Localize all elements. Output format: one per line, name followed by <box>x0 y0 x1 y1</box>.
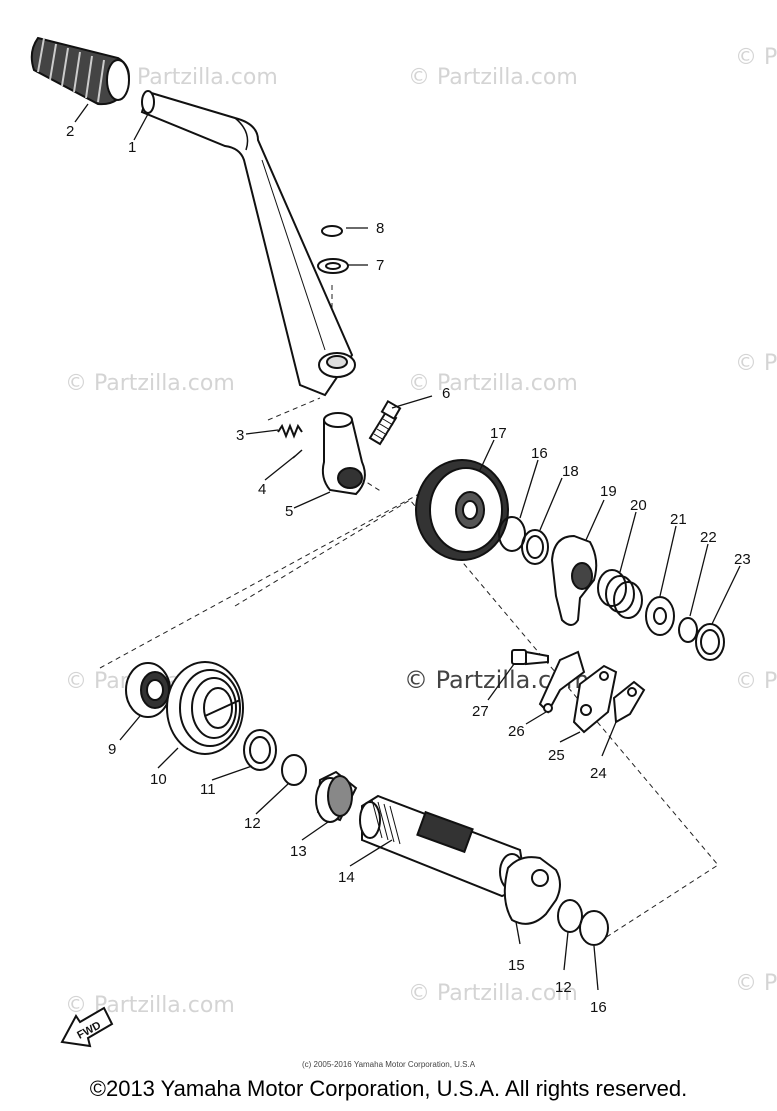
part-label: 19 <box>600 483 617 500</box>
part-label: 13 <box>290 843 307 860</box>
part-label: 23 <box>734 551 751 568</box>
kick-lever <box>140 90 356 397</box>
spring-20 <box>597 569 643 619</box>
watermark: © Partzilla.com <box>108 65 278 90</box>
plate-25 <box>572 664 618 734</box>
part-label: 3 <box>236 427 244 444</box>
small-copyright: (c) 2005-2016 Yamaha Motor Corporation, … <box>301 1060 476 1069</box>
ratchet-19 <box>550 534 598 626</box>
part-label: 6 <box>442 385 450 402</box>
part-label: 9 <box>108 741 116 758</box>
circlip-22 <box>678 617 698 643</box>
part-label: 7 <box>376 257 384 274</box>
part-label: 8 <box>376 220 384 237</box>
kick-shaft-14 <box>359 794 528 898</box>
watermark: © Partzilla.com <box>735 45 777 70</box>
part-label: 2 <box>66 123 74 140</box>
part-label: 4 <box>258 481 266 498</box>
watermark: © Partzilla.com <box>408 981 578 1006</box>
part-label: 16 <box>531 445 548 462</box>
assembly-line <box>267 397 321 421</box>
circlip-16-upper <box>498 516 526 552</box>
part-label: 10 <box>150 771 167 788</box>
footer-copyright: ©2013 Yamaha Motor Corporation, U.S.A. A… <box>89 1076 688 1101</box>
washer-7 <box>317 258 349 274</box>
part-label: 12 <box>555 979 572 996</box>
torsion-spring-10 <box>166 661 244 755</box>
watermark: © Partzilla.com <box>408 65 578 90</box>
diagram-canvas: © Partzilla.com © Partzilla.com © Partzi… <box>30 36 777 1048</box>
kick-boss <box>321 412 366 496</box>
part-label: 1 <box>128 139 136 156</box>
kick-grip <box>30 36 130 106</box>
part-label: 16 <box>590 999 607 1016</box>
watermark: © Partzilla.com <box>735 669 777 694</box>
watermarks: © Partzilla.com © Partzilla.com © Partzi… <box>65 45 777 1018</box>
part-label: 15 <box>508 957 525 974</box>
part-label: 25 <box>548 747 565 764</box>
watermark: © Partzilla.com <box>65 371 235 396</box>
circlip-16-lower <box>579 910 609 946</box>
part-label: 5 <box>285 503 293 520</box>
bolt-6 <box>368 399 402 446</box>
watermark: © Partzilla.com <box>735 971 777 996</box>
circlip-12-lower <box>557 899 583 933</box>
part-label: 27 <box>472 703 489 720</box>
washer-18 <box>521 529 549 565</box>
part-label: 21 <box>670 511 687 528</box>
part-label: 24 <box>590 765 607 782</box>
part-label: 17 <box>490 425 507 442</box>
part-labels: 1 2 3 4 5 6 7 8 9 10 11 12 13 14 15 12 1… <box>66 123 751 1016</box>
circlip-12-upper <box>281 754 307 786</box>
kick-gear <box>415 459 509 561</box>
bolt-27 <box>511 649 549 666</box>
part-label: 26 <box>508 723 525 740</box>
part-label: 14 <box>338 869 355 886</box>
plate-24 <box>612 680 646 724</box>
plate-26 <box>538 650 586 714</box>
washer-21 <box>645 596 675 636</box>
part-label: 22 <box>700 529 717 546</box>
washer-23 <box>695 623 725 661</box>
part-label: 18 <box>562 463 579 480</box>
spring-3 <box>277 423 303 439</box>
watermark: © Partzilla.com <box>408 371 578 396</box>
collar-13 <box>315 770 358 823</box>
watermark: © Partzilla.com <box>735 351 777 376</box>
plate-15 <box>503 856 561 925</box>
leader-lines <box>74 103 741 991</box>
assembly-line <box>99 487 431 669</box>
part-label: 20 <box>630 497 647 514</box>
oil-seal-9 <box>125 662 171 718</box>
circlip-8 <box>321 225 343 237</box>
part-label: 12 <box>244 815 261 832</box>
watermark: © Partzilla.com <box>65 993 235 1018</box>
washer-11 <box>243 729 277 771</box>
part-label: 11 <box>200 781 216 798</box>
